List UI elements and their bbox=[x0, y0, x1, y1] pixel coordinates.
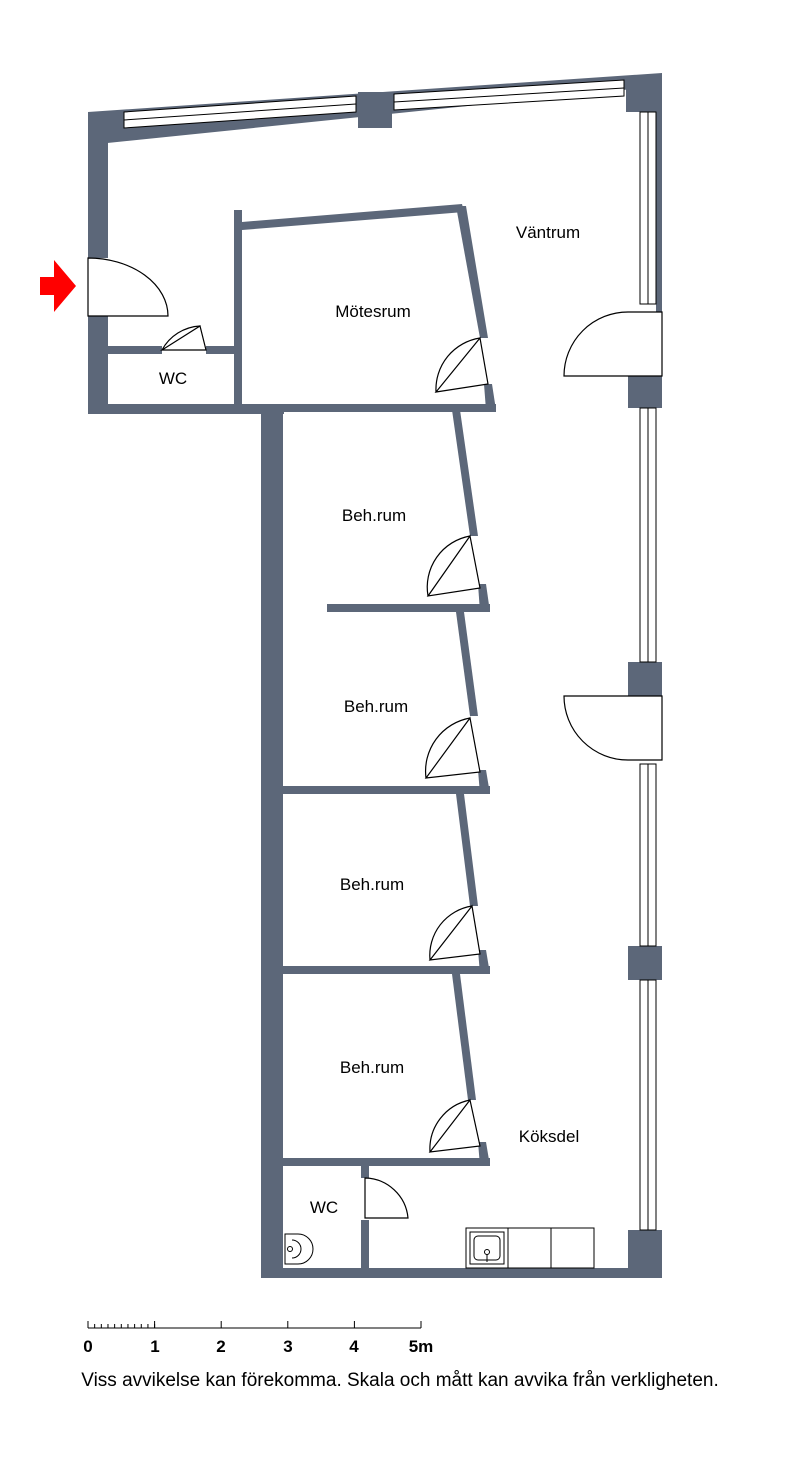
scale-label: 1 bbox=[150, 1337, 159, 1356]
behrum3-door bbox=[428, 904, 481, 961]
behrum4-bottom-wall bbox=[283, 1158, 490, 1166]
right-pillar-2 bbox=[628, 662, 662, 696]
left-long-wall bbox=[261, 404, 283, 1278]
room-label-behrum-4: Beh.rum bbox=[340, 1058, 404, 1077]
entrance-door bbox=[87, 257, 169, 317]
windows bbox=[123, 79, 657, 1231]
entrance-arrow-icon bbox=[40, 260, 76, 312]
motesrum-right-stub bbox=[484, 384, 496, 410]
scale-label: 0 bbox=[83, 1337, 92, 1356]
scale-label: 5m bbox=[409, 1337, 434, 1356]
kitchen-counter bbox=[465, 1227, 595, 1269]
scale-label: 4 bbox=[349, 1337, 359, 1356]
room-label-behrum-3: Beh.rum bbox=[340, 875, 404, 894]
top-pillar bbox=[358, 92, 392, 128]
motesrum-bottom-wall bbox=[240, 404, 496, 412]
right-corner-top bbox=[626, 76, 662, 112]
wc-bottom-stub bbox=[361, 1166, 369, 1178]
wc-bottom-door bbox=[364, 1177, 409, 1219]
right-wall-1 bbox=[656, 112, 662, 312]
sink-icon bbox=[469, 1231, 505, 1265]
room-labels: Väntrum Mötesrum WC Beh.rum Beh.rum Beh.… bbox=[159, 223, 580, 1217]
motesrum-right-wall bbox=[456, 206, 488, 338]
room-label-vantrum: Väntrum bbox=[516, 223, 580, 242]
behrum4-door bbox=[428, 1098, 481, 1153]
bottom-wall bbox=[261, 1268, 662, 1278]
behrum3-right-wall bbox=[456, 794, 478, 906]
scale-bar: 0 1 2 3 4 5m bbox=[83, 1321, 433, 1356]
right-pillar-3 bbox=[628, 946, 662, 980]
doors bbox=[87, 257, 663, 1219]
room-label-koksdel: Köksdel bbox=[519, 1127, 579, 1146]
room-label-motesrum: Mötesrum bbox=[335, 302, 411, 321]
scale-label: 3 bbox=[283, 1337, 292, 1356]
behrum2-bottom-wall bbox=[283, 786, 490, 794]
right-pillar-1 bbox=[628, 376, 662, 408]
wc-top-wall-left bbox=[108, 346, 162, 354]
right-corner-bottom bbox=[628, 1230, 662, 1278]
disclaimer: Viss avvikelse kan förekomma. Skala och … bbox=[81, 1370, 719, 1391]
wc-right-wall bbox=[234, 210, 242, 406]
room-label-wc-bottom: WC bbox=[310, 1198, 338, 1217]
room-label-wc-top: WC bbox=[159, 369, 187, 388]
behrum2-door bbox=[424, 716, 481, 779]
right-middle-door bbox=[563, 695, 663, 761]
left-wall-lower bbox=[88, 316, 108, 414]
scale-ticks bbox=[87, 1321, 422, 1328]
behrum2-right-wall bbox=[456, 612, 478, 716]
motesrum-top-wall bbox=[242, 204, 464, 230]
interior-walls bbox=[108, 204, 496, 1272]
scale-label: 2 bbox=[216, 1337, 225, 1356]
behrum1-bottom-wall bbox=[327, 604, 490, 612]
behrum1-door bbox=[426, 534, 481, 597]
wc-top-door bbox=[159, 325, 207, 351]
wc-top-wall-right bbox=[206, 346, 236, 354]
left-wall-upper bbox=[88, 112, 108, 258]
wc-bottom-right-wall bbox=[361, 1220, 369, 1272]
motesrum-door bbox=[434, 336, 489, 393]
vantrum-exit-door bbox=[563, 311, 663, 377]
behrum4-right-wall bbox=[452, 974, 476, 1100]
upper-bottom-wall bbox=[88, 404, 284, 414]
behrum1-right-wall bbox=[452, 410, 478, 536]
room-label-behrum-2: Beh.rum bbox=[344, 697, 408, 716]
outer-walls bbox=[88, 73, 662, 1278]
behrum3-bottom-wall bbox=[283, 966, 490, 974]
room-label-behrum-1: Beh.rum bbox=[342, 506, 406, 525]
toilet-icon bbox=[284, 1233, 314, 1265]
